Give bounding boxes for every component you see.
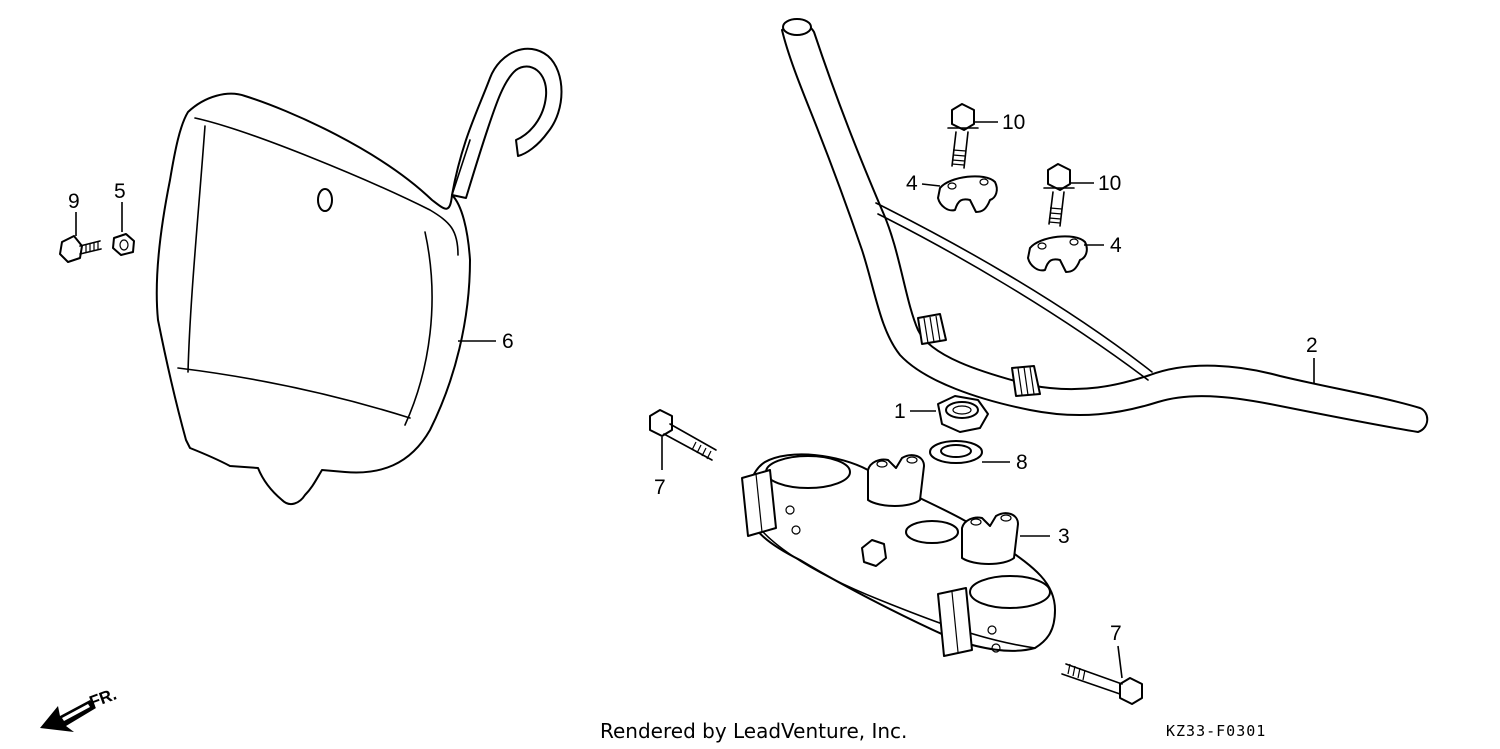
stem-nut-part-1[interactable]: [937, 395, 989, 433]
callout-6: 6: [502, 330, 514, 353]
pinch-bolt-part-7-upper[interactable]: [649, 409, 717, 461]
callout-9: 9: [68, 190, 80, 213]
washer-part-8[interactable]: [929, 440, 983, 464]
callout-3: 3: [1058, 525, 1070, 548]
bolt-part-10-upper[interactable]: [947, 103, 979, 169]
callout-7-lower: 7: [1110, 622, 1122, 645]
diagram-code: KZ33-F0301: [1166, 722, 1266, 740]
front-direction-label: FR.: [87, 685, 119, 712]
handlebar-holder-lower[interactable]: [1027, 235, 1088, 273]
callout-4-upper: 4: [906, 172, 918, 195]
bolt-part-9[interactable]: [59, 235, 102, 263]
callout-4-lower: 4: [1110, 234, 1122, 257]
number-plate-part[interactable]: [155, 47, 563, 506]
handlebar-part[interactable]: [781, 18, 1429, 433]
callout-2: 2: [1306, 334, 1318, 357]
handlebar-holder-upper[interactable]: [937, 175, 998, 213]
render-credit: Rendered by LeadVenture, Inc.: [600, 719, 907, 743]
callout-5: 5: [114, 180, 126, 203]
callout-10-upper: 10: [1002, 111, 1025, 134]
callout-8: 8: [1016, 451, 1028, 474]
nut-part-5[interactable]: [112, 233, 135, 256]
callout-leaders: [75, 121, 1315, 679]
front-direction-arrow-icon: FR.: [40, 685, 119, 732]
callout-1: 1: [894, 400, 906, 423]
callout-10-lower: 10: [1098, 172, 1121, 195]
bolt-part-10-lower[interactable]: [1043, 163, 1075, 227]
pinch-bolt-part-7-lower[interactable]: [1061, 663, 1143, 705]
plate-mount-hole: [317, 188, 333, 212]
callout-labels: 9 5 6 10 10 4 4 2 1 8 3 7 7: [68, 111, 1318, 645]
top-bridge-part[interactable]: [741, 453, 1056, 657]
callout-7-upper: 7: [654, 476, 666, 499]
